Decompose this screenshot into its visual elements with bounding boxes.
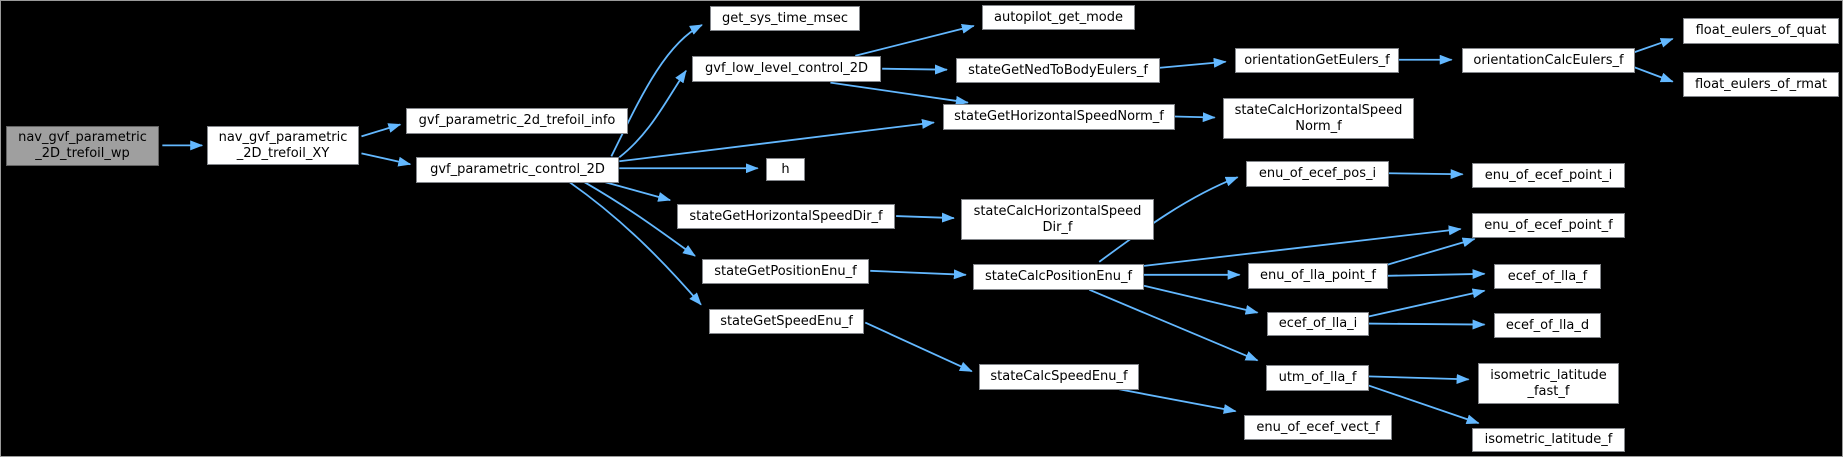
edge-enu-of-lla-point-f-ecef-of-lla-f [1386, 269, 1486, 280]
edge-ned-to-body-get-eulers [1159, 57, 1227, 69]
edge-XY-control-2D [361, 152, 412, 167]
edge-low-level-ned-to-body [882, 64, 948, 75]
node-get-sys-time-msec[interactable]: get_sys_time_msec [710, 6, 860, 31]
edge-get-norm-calc-norm [1174, 112, 1216, 123]
node-enu-of-ecef-pos-i[interactable]: enu_of_ecef_pos_i [1246, 161, 1389, 187]
node-stateCalcHorizontalSpeedDir-f[interactable]: stateCalcHorizontalSpeed Dir_f [961, 199, 1154, 240]
edge-get-pos-calc-pos [870, 269, 967, 280]
node-orientationCalcEulers-f[interactable]: orientationCalcEulers_f [1462, 48, 1635, 73]
edge-enu-of-lla-point-f-enu-of-ecef-point-f [1386, 237, 1476, 266]
node-utm-of-lla-f[interactable]: utm_of_lla_f [1266, 365, 1369, 391]
node-enu-of-lla-point-f[interactable]: enu_of_lla_point_f [1248, 263, 1388, 289]
node-ecef-of-lla-i[interactable]: ecef_of_lla_i [1267, 312, 1369, 336]
edge-calc-pos-utm-of-lla-f [1088, 288, 1259, 362]
node-stateGetSpeedEnu-f[interactable]: stateGetSpeedEnu_f [709, 309, 864, 334]
edge-calc-pos-enu-of-ecef-pos-i [1098, 176, 1239, 263]
edge-calc-pos-enu-of-ecef-point-f [1143, 225, 1462, 267]
node-stateGetNedToBodyEulers-f[interactable]: stateGetNedToBodyEulers_f [956, 58, 1160, 83]
edge-ecef-of-lla-i-ecef-of-lla-f [1367, 288, 1486, 318]
node-nav-gvf-parametric-2D-trefoil-wp: nav_gvf_parametric _2D_trefoil_wp [6, 126, 159, 166]
edge-utm-iso-latitude-fast [1368, 374, 1470, 384]
edge-get-speed-calc-speed [864, 321, 973, 373]
node-autopilot-get-mode[interactable]: autopilot_get_mode [982, 5, 1135, 30]
edge-control-get-pos [584, 181, 696, 257]
edge-control-get-speed [569, 181, 702, 306]
node-ecef-of-lla-d[interactable]: ecef_of_lla_d [1494, 313, 1601, 338]
node-gvf-parametric-2d-trefoil-info[interactable]: gvf_parametric_2d_trefoil_info [406, 108, 628, 134]
node-stateGetPositionEnu-f[interactable]: stateGetPositionEnu_f [702, 259, 869, 284]
edge-calc-eulers-quat [1632, 37, 1674, 54]
node-enu-of-ecef-point-i[interactable]: enu_of_ecef_point_i [1472, 163, 1625, 188]
node-enu-of-ecef-vect-f[interactable]: enu_of_ecef_vect_f [1244, 415, 1392, 440]
edge-calc-speed-enu-of-ecef-vect-f [1118, 388, 1237, 414]
node-float-eulers-of-rmat[interactable]: float_eulers_of_rmat [1683, 72, 1839, 97]
node-nav-gvf-parametric-2D-trefoil-XY[interactable]: nav_gvf_parametric _2D_trefoil_XY [207, 126, 359, 165]
edge-ecef-of-lla-i-ecef-of-lla-d [1368, 319, 1486, 330]
node-ecef-of-lla-f[interactable]: ecef_of_lla_f [1494, 264, 1601, 289]
node-stateCalcSpeedEnu-f[interactable]: stateCalcSpeedEnu_f [979, 364, 1139, 390]
node-stateCalcPositionEnu-f[interactable]: stateCalcPositionEnu_f [973, 264, 1144, 290]
node-stateGetHorizontalSpeedNorm-f[interactable]: stateGetHorizontalSpeedNorm_f [943, 104, 1175, 130]
edge-enu-of-ecef-pos-i-point-i [1387, 169, 1464, 180]
node-stateGetHorizontalSpeedDir-f[interactable]: stateGetHorizontalSpeedDir_f [677, 204, 895, 229]
node-float-eulers-of-quat[interactable]: float_eulers_of_quat [1683, 18, 1839, 44]
node-h[interactable]: h [766, 158, 805, 181]
edge-low-level-autopilot [855, 23, 975, 57]
edge-get-dir-calc-dir [896, 212, 955, 223]
node-isometric-latitude-fast-f[interactable]: isometric_latitude _fast_f [1478, 363, 1619, 404]
edge-control-get-sys-time [610, 24, 703, 157]
node-enu-of-ecef-point-f[interactable]: enu_of_ecef_point_f [1472, 213, 1625, 238]
edge-calc-eulers-rmat [1632, 65, 1674, 83]
edge-calc-pos-ecef-of-lla-i [1143, 284, 1259, 315]
edge-utm-iso-latitude [1367, 384, 1480, 424]
edge-XY-trefoil-info [361, 123, 402, 138]
node-isometric-latitude-f[interactable]: isometric_latitude_f [1472, 428, 1625, 452]
node-stateCalcHorizontalSpeedNorm-f[interactable]: stateCalcHorizontalSpeed Norm_f [1223, 98, 1414, 139]
edge-control-low-level [618, 69, 687, 159]
node-orientationGetEulers-f[interactable]: orientationGetEulers_f [1235, 48, 1399, 73]
node-gvf-low-level-control-2D[interactable]: gvf_low_level_control_2D [692, 56, 881, 82]
edge-control-get-dir [605, 181, 672, 202]
edge-low-level-get-norm [830, 81, 969, 106]
edge-control-get-norm [619, 118, 935, 163]
node-gvf-parametric-control-2D[interactable]: gvf_parametric_control_2D [416, 157, 619, 183]
